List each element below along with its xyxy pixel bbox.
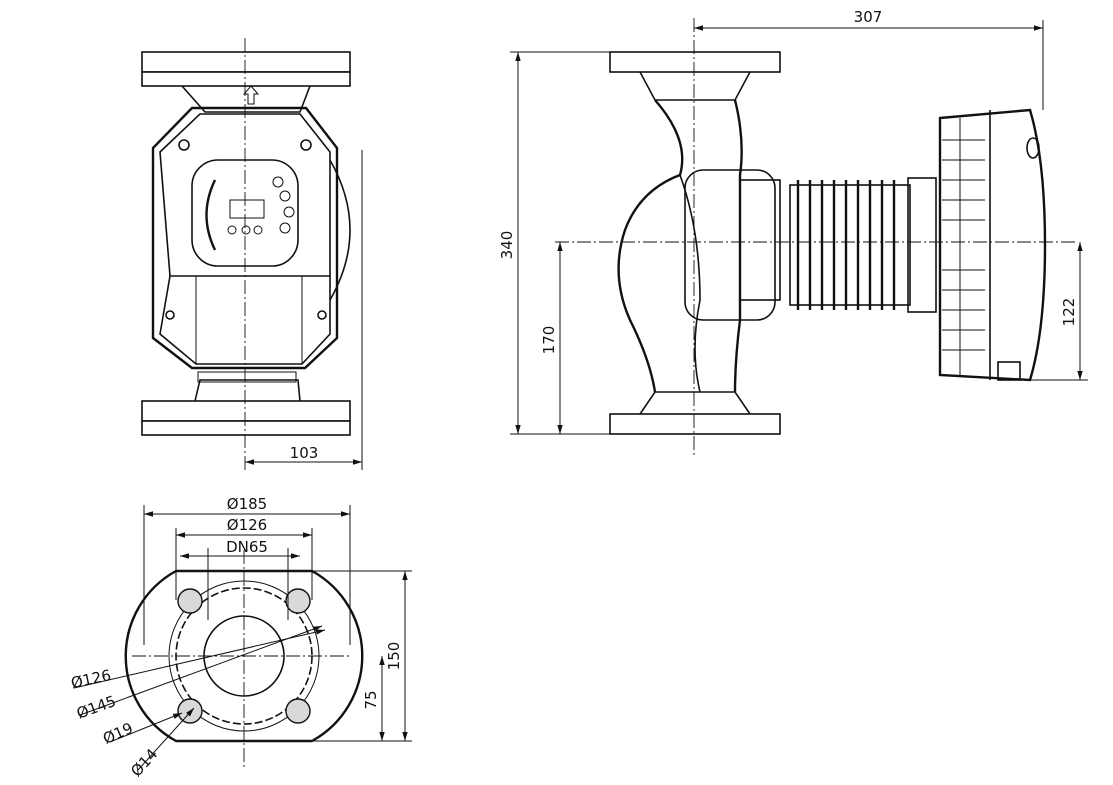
side-view: 307 340 170 122 (498, 8, 1088, 455)
front-view: 103 (141, 38, 363, 470)
electronics-module (938, 108, 1047, 382)
dim-d126-label: Ø126 (69, 666, 112, 692)
side-bottom-flange (609, 413, 781, 435)
dim-307-label: 307 (854, 8, 883, 26)
side-top-flange (609, 51, 781, 73)
bolt-hole (177, 698, 203, 724)
dim-122-label: 122 (1060, 298, 1078, 327)
dim-d19-label: Ø19 (100, 719, 136, 748)
bolt-hole (285, 698, 311, 724)
volute-housing (684, 169, 776, 321)
dim-103-label: 103 (290, 444, 319, 462)
dim-d126-top-label: Ø126 (227, 516, 267, 534)
front-control-box (151, 106, 339, 370)
flange-view: Ø185 Ø126 DN65 150 75 Ø126 Ø145 Ø19 Ø14 (69, 495, 412, 780)
front-bottom-flange (141, 400, 351, 422)
dim-170-label: 170 (540, 326, 558, 355)
bolt-hole (285, 588, 311, 614)
motor-fins (789, 180, 911, 310)
dim-d185-label: Ø185 (227, 495, 267, 513)
dim-340-label: 340 (498, 231, 516, 260)
dim-150-label: 150 (385, 642, 403, 671)
front-top-flange (141, 51, 351, 73)
dim-d145-label: Ø145 (74, 692, 118, 723)
bolt-hole (177, 588, 203, 614)
dim-dn65-label: DN65 (226, 538, 268, 556)
dim-75-label: 75 (362, 690, 380, 709)
